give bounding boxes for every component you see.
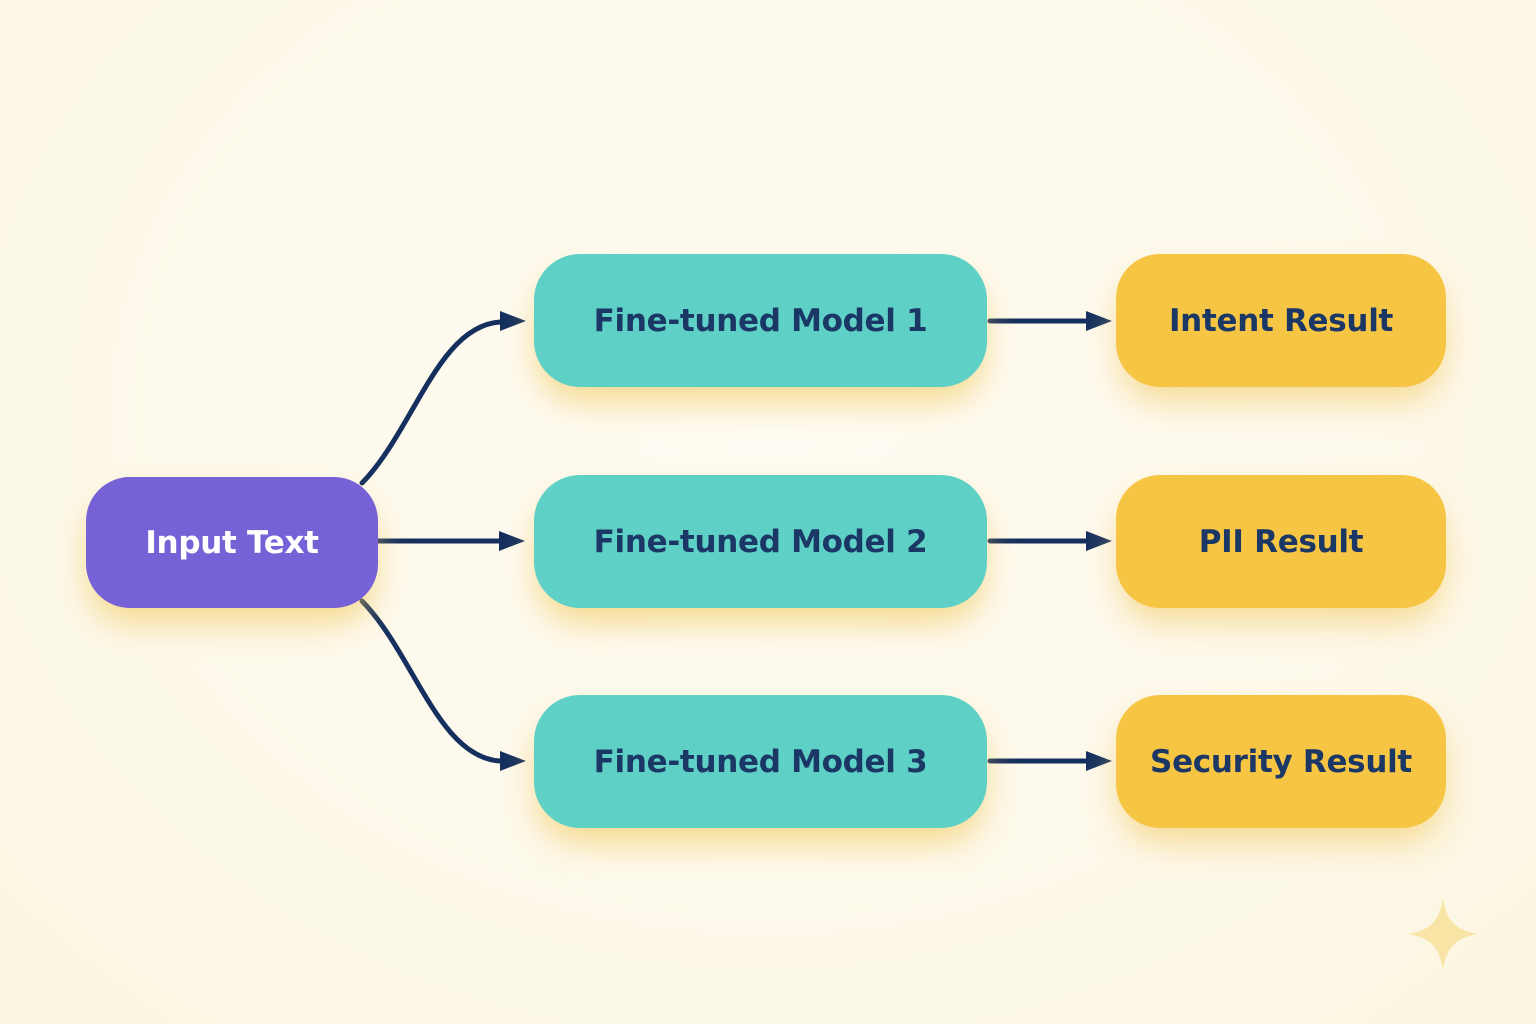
arrowhead-model-2: [499, 531, 525, 551]
connector-input-to-model-3: [359, 598, 503, 764]
node-input-label: Input Text: [145, 524, 319, 561]
node-model-2-label: Fine-tuned Model 2: [593, 523, 928, 560]
node-model-2: Fine-tuned Model 2: [534, 475, 987, 608]
node-model-1-label: Fine-tuned Model 1: [593, 302, 928, 339]
arrowhead-result-2: [1086, 531, 1112, 551]
node-result-security: Security Result: [1116, 695, 1446, 828]
sparkle-icon: [1408, 898, 1478, 970]
connector-input-to-model-1: [359, 319, 503, 486]
node-result-pii: PII Result: [1116, 475, 1446, 608]
node-model-3-label: Fine-tuned Model 3: [593, 743, 928, 780]
node-input-text: Input Text: [86, 477, 378, 608]
node-result-security-label: Security Result: [1150, 743, 1412, 780]
node-result-intent-label: Intent Result: [1168, 302, 1394, 339]
arrowhead-model-3: [500, 751, 526, 771]
node-model-1: Fine-tuned Model 1: [534, 254, 987, 387]
node-model-3: Fine-tuned Model 3: [534, 695, 987, 828]
arrowhead-result-1: [1086, 311, 1112, 331]
node-result-intent: Intent Result: [1116, 254, 1446, 387]
node-result-pii-label: PII Result: [1198, 523, 1364, 560]
arrowhead-result-3: [1086, 751, 1112, 771]
arrowhead-model-1: [500, 311, 526, 331]
